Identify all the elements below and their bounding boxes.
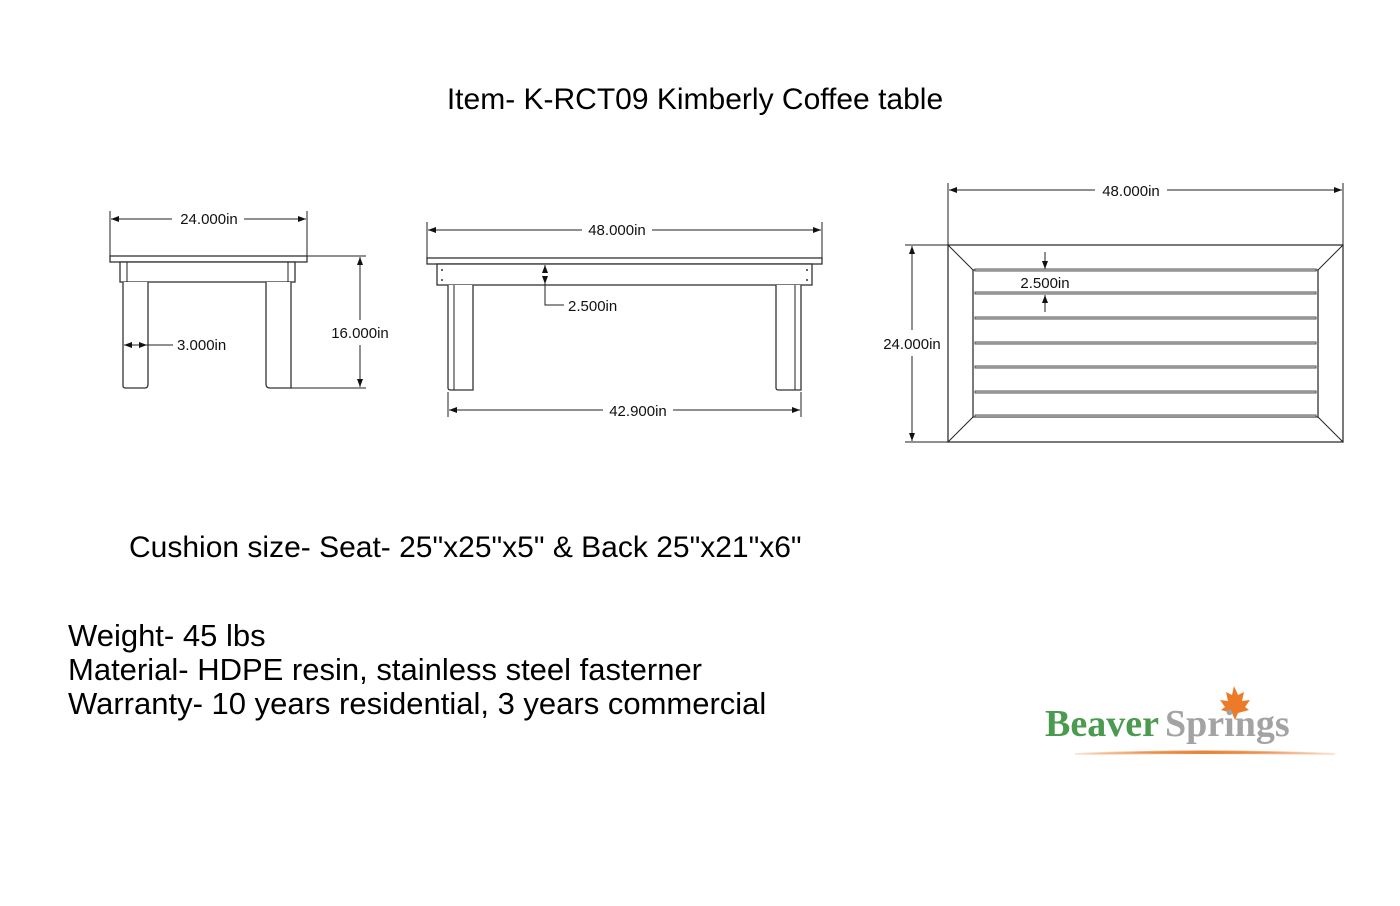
top-view: 48.000in 24.000in 2.500in [883, 183, 1344, 443]
front-leg-span-label: 42.900in [609, 403, 667, 420]
front-view: 48.000in 2.500in 42.900in [426, 222, 823, 420]
spec-weight: Weight- 45 lbs [68, 618, 266, 653]
top-depth-label: 24.000in [883, 336, 941, 353]
side-height-label: 16.000in [331, 325, 389, 342]
logo-beaver: Beaver [1045, 703, 1159, 745]
side-leg-label: 3.000in [177, 337, 226, 354]
spec-material: Material- HDPE resin, stainless steel fa… [68, 652, 702, 687]
page-title: Item- K-RCT09 Kimberly Coffee table [447, 83, 943, 116]
beaver-springs-logo: Beaver Springs [1045, 686, 1336, 755]
top-slat-gap-label: 2.500in [1020, 275, 1069, 292]
front-apron-label: 2.500in [568, 298, 617, 315]
spec-warranty: Warranty- 10 years residential, 3 years … [68, 686, 766, 721]
side-width-label: 24.000in [180, 211, 238, 228]
front-width-label: 48.000in [588, 222, 646, 239]
logo-springs: Springs [1165, 703, 1290, 745]
top-width-label: 48.000in [1102, 183, 1160, 200]
side-view: 24.000in 16.000in 3.000in [109, 211, 389, 389]
cushion-size: Cushion size- Seat- 25"x25"x5" & Back 25… [129, 531, 802, 564]
maple-leaf-icon [1220, 686, 1250, 720]
